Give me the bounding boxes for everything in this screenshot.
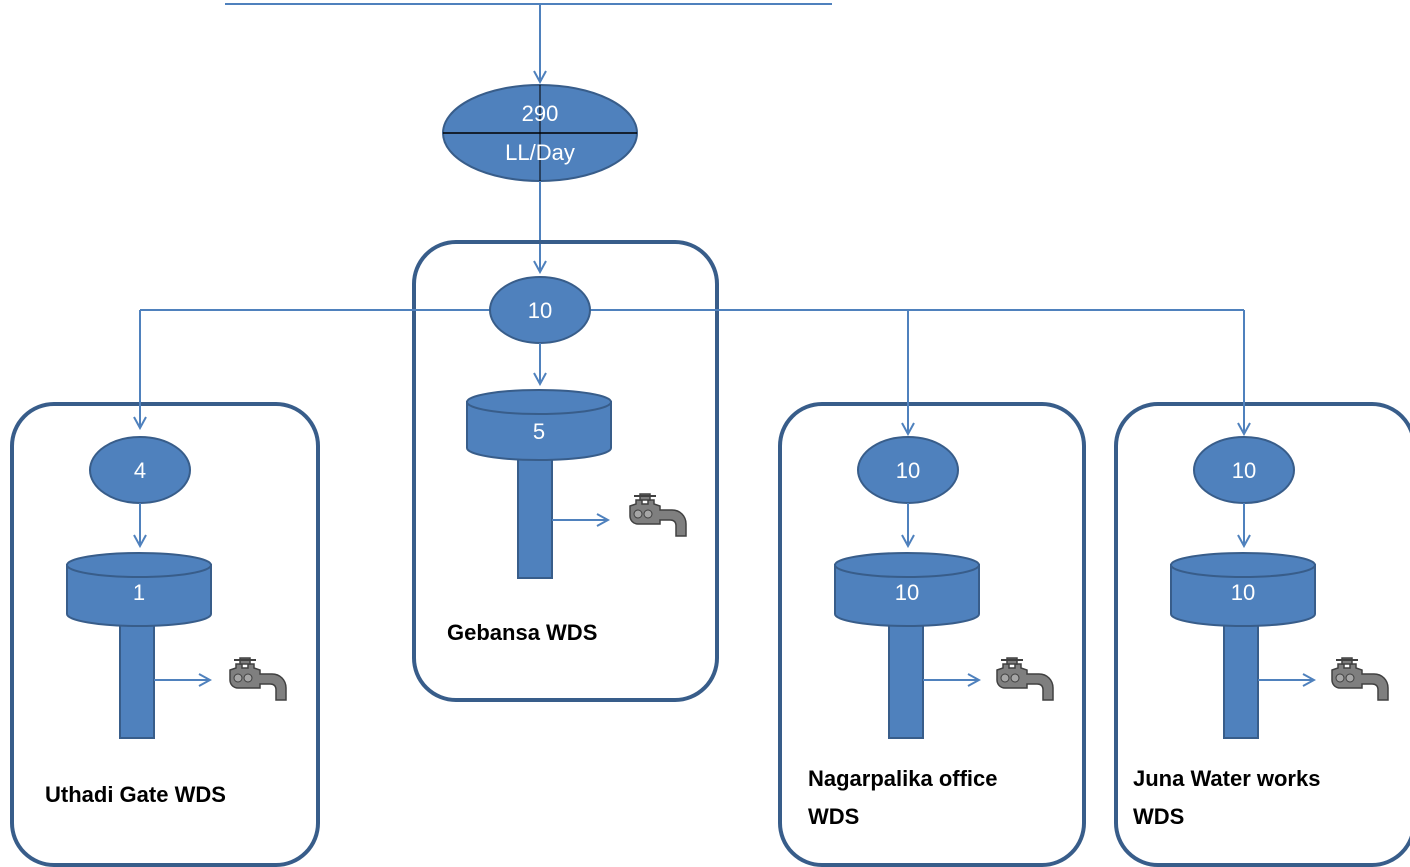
- tank-value: 5: [533, 419, 545, 444]
- hub-node: 10: [489, 276, 591, 344]
- station-name-line1: Juna Water works: [1133, 766, 1320, 791]
- station-node-nagarpalika: 10: [857, 436, 959, 504]
- station-name-line1: Nagarpalika office: [808, 766, 998, 791]
- station-node-uthadi-gate: 4: [89, 436, 191, 504]
- station-node-juna: 10: [1193, 436, 1295, 504]
- station-name: Uthadi Gate WDS: [45, 782, 226, 807]
- station-box-nagarpalika: [778, 402, 1086, 867]
- source-flow-node: 290 LL/Day: [442, 84, 638, 182]
- station-name-line2: WDS: [1133, 804, 1184, 829]
- source-flow-unit: LL/Day: [505, 140, 575, 165]
- node-value: 4: [134, 458, 146, 483]
- tank-juna: 10: [1170, 552, 1316, 739]
- tank-value: 10: [1231, 580, 1255, 605]
- station-name: Gebansa WDS: [447, 620, 597, 645]
- tank-nagarpalika: 10: [834, 552, 980, 739]
- water-tap-icon: [996, 657, 1054, 701]
- station-name-line2: WDS: [808, 804, 859, 829]
- station-box-juna: [1114, 402, 1410, 867]
- tank-uthadi-gate: 1: [66, 552, 212, 739]
- hub-value: 10: [528, 298, 552, 323]
- station-box-gebansa: [412, 240, 719, 702]
- tank-value: 1: [133, 580, 145, 605]
- tank-gebansa: 5: [466, 389, 612, 579]
- station-box-uthadi-gate: [10, 402, 320, 867]
- node-value: 10: [896, 458, 920, 483]
- water-tap-icon: [229, 657, 287, 701]
- node-value: 10: [1232, 458, 1256, 483]
- water-tap-icon: [629, 493, 687, 537]
- tank-value: 10: [895, 580, 919, 605]
- water-tap-icon: [1331, 657, 1389, 701]
- source-flow-value: 290: [522, 101, 559, 126]
